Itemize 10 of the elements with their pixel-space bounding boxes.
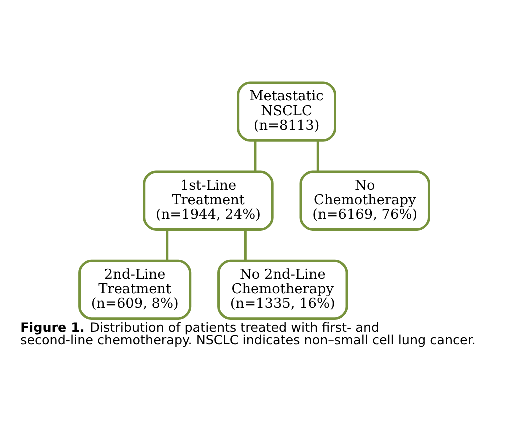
caption: Figure 1. Distribution of patients treated with first- and second-line chemotherapy. NSCLC indicates non–small cell lung cancer. (20, 319, 476, 348)
node-box: No 2nd-Line Chemotherapy (n=1335, 16%) (218, 259, 348, 320)
connector (254, 140, 257, 172)
node-box: 2nd-Line Treatment (n=609, 8%) (78, 259, 192, 320)
connector (244, 229, 247, 260)
node-box: 1st-Line Treatment (n=1944, 24%) (143, 170, 274, 230)
node-box: No Chemotherapy (n=6169, 76%) (300, 170, 430, 230)
node-box: Metastatic NSCLC (n=8113) (237, 81, 336, 142)
connector (316, 140, 320, 172)
connector (166, 229, 169, 260)
